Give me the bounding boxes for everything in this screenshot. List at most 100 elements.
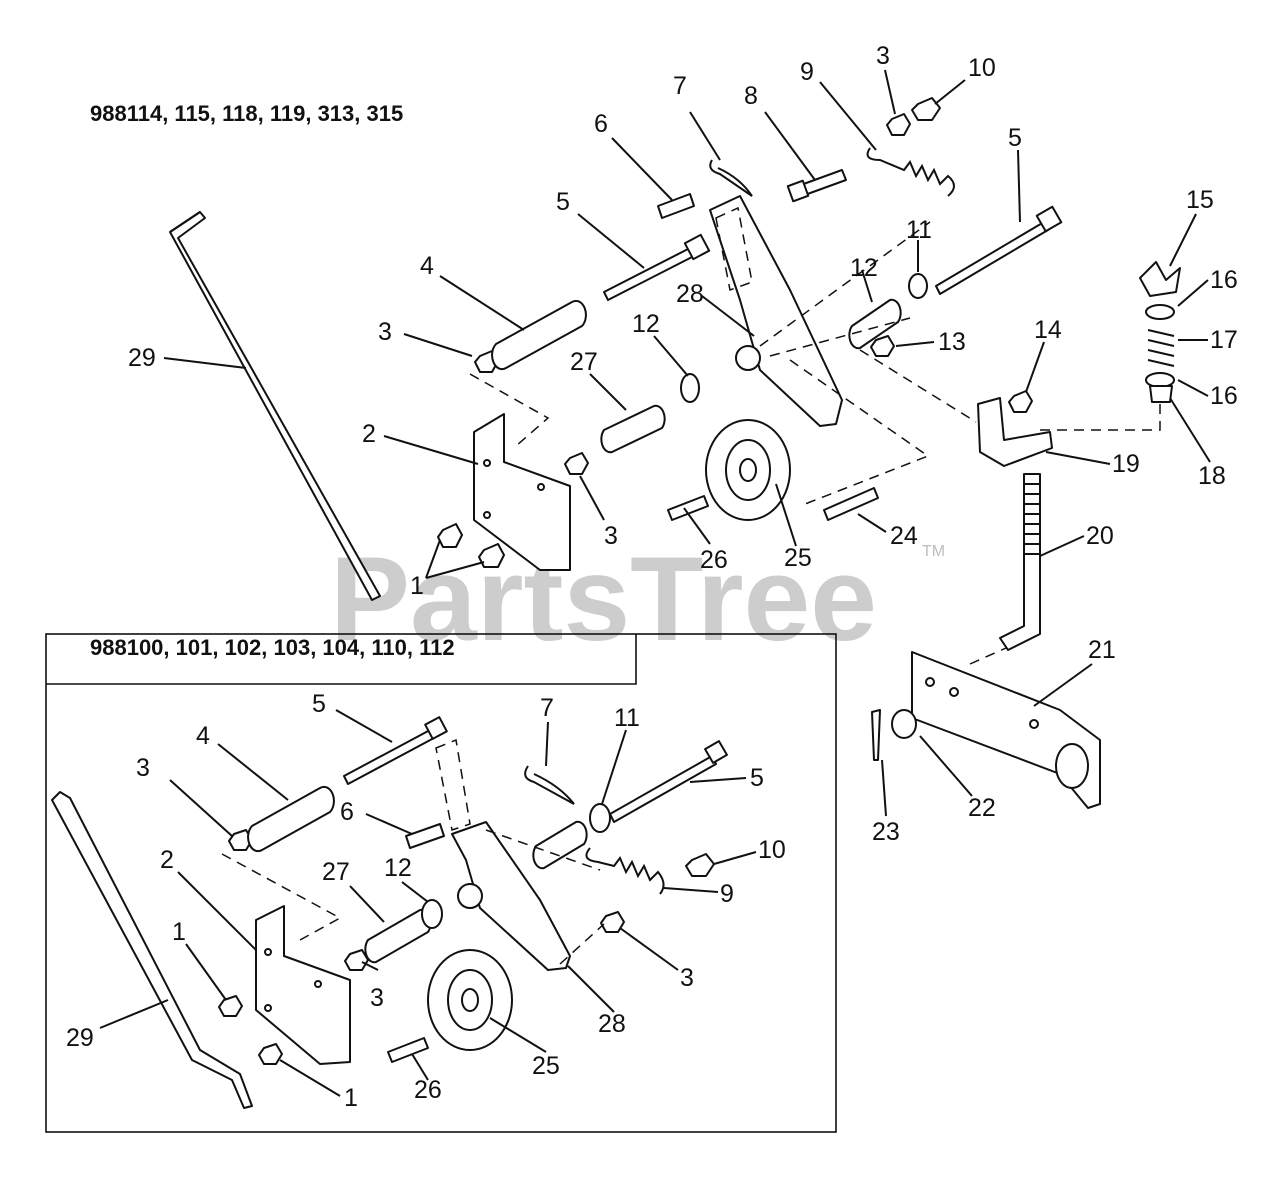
bracket-part-19 — [977, 397, 1053, 467]
bracket-hole — [483, 459, 491, 467]
bolt-part-5b — [935, 221, 1049, 295]
bushing-part-18 — [1149, 385, 1173, 403]
bracket-plate-part-2 — [473, 413, 571, 571]
main-callout: 16 — [1210, 382, 1238, 410]
main-callout: 8 — [744, 82, 758, 110]
lever-hole — [1029, 719, 1039, 729]
spring-part-9 — [866, 147, 955, 197]
bolt-head-5a — [683, 233, 711, 261]
assembly-line — [969, 647, 1007, 665]
main-leader-lines — [163, 69, 1211, 817]
inset-frame — [45, 633, 837, 1133]
inset-rod-part-29 — [51, 791, 253, 1109]
main-callout: 28 — [676, 280, 704, 308]
inset-bolt-part-5a — [343, 729, 435, 785]
bolt-part-24 — [823, 487, 879, 521]
main-callout: 25 — [784, 544, 812, 572]
bolt-head-8 — [786, 179, 810, 203]
main-assembly — [169, 97, 1181, 809]
main-callout: 6 — [594, 110, 608, 138]
nut-part-13 — [870, 335, 895, 357]
inset-leader-lines — [99, 709, 757, 1097]
spacer-tube-part-4 — [491, 299, 587, 371]
inset-callout: 1 — [172, 918, 186, 946]
bracket-hole — [537, 483, 545, 491]
main-callout: 15 — [1186, 186, 1214, 214]
main-callout: 24 — [890, 522, 918, 550]
washer-part-11 — [908, 273, 928, 299]
rod-threads — [1024, 483, 1040, 555]
main-callout: 12 — [632, 310, 660, 338]
watermark-trademark: TM — [922, 543, 945, 560]
inset-spring-part-9 — [585, 847, 665, 895]
assembly-line — [859, 349, 977, 423]
wing-nut-part-15 — [1139, 261, 1181, 297]
main-callout: 5 — [1008, 124, 1022, 152]
watermark-text: PartsTree — [330, 532, 877, 666]
main-callout: 7 — [673, 72, 687, 100]
inset-assembly-line — [559, 923, 605, 965]
inset-callout: 4 — [196, 722, 210, 750]
cotter-pin-part-23 — [871, 709, 881, 761]
main-callout: 26 — [700, 546, 728, 574]
spring-part-17 — [1147, 329, 1175, 367]
inset-callout: 25 — [532, 1052, 560, 1080]
bolt-head-5b — [1035, 205, 1063, 233]
assembly-line — [759, 221, 931, 347]
lever-boss — [1055, 743, 1089, 789]
nut-part-1a — [437, 523, 463, 548]
main-callout: 17 — [1210, 326, 1238, 354]
main-models-heading: 988114, 115, 118, 119, 313, 315 — [90, 101, 403, 126]
main-callout: 14 — [1034, 316, 1062, 344]
idler-arm-part-28 — [709, 195, 843, 427]
main-callout: 21 — [1088, 636, 1116, 664]
inset-arm-part-28 — [451, 821, 571, 971]
assembly-line — [769, 317, 911, 357]
inset-arm-bushing — [457, 883, 483, 909]
inset-washer-part-11 — [589, 803, 611, 833]
main-callout: 19 — [1112, 450, 1140, 478]
main-callout: 11 — [906, 216, 932, 244]
inset-callout: 2 — [160, 846, 174, 874]
main-callout: 20 — [1086, 522, 1114, 550]
main-callout: 13 — [938, 328, 966, 356]
inset-callout: 26 — [414, 1076, 442, 1104]
inset-nut-part-10 — [685, 853, 715, 877]
inset-callout: 6 — [340, 798, 354, 826]
inset-clip-part-7 — [524, 765, 575, 805]
spacer-part-12a — [848, 298, 902, 350]
main-callout: 22 — [968, 794, 996, 822]
inset-bracket-hole — [264, 1004, 272, 1012]
main-callout: 1 — [410, 572, 424, 600]
main-callout: 2 — [362, 420, 376, 448]
rod-part-29 — [169, 211, 381, 601]
inset-washer-part-12 — [421, 899, 443, 929]
washer-part-16a — [1145, 304, 1175, 320]
inset-assembly-line — [485, 829, 601, 871]
inset-nut-part-3b — [344, 949, 369, 971]
inset-assembly — [51, 716, 728, 1109]
inset-bolt-head-5a — [424, 716, 448, 740]
inset-callout: 5 — [312, 690, 326, 718]
inset-nut-part-1b — [258, 1043, 283, 1065]
assembly-line — [789, 359, 930, 507]
inset-bracket-hole — [264, 948, 272, 956]
nut-part-10 — [911, 97, 941, 121]
inset-callout: 5 — [750, 764, 764, 792]
main-callout: 18 — [1198, 462, 1226, 490]
main-callout: 12 — [850, 254, 878, 282]
inset-heading-frame — [46, 634, 637, 685]
rod-tip — [169, 211, 201, 233]
inset-spacer-part-27 — [364, 908, 432, 964]
inset-callouts: 5 7 4 11 3 5 6 10 2 27 12 9 1 3 3 28 29 … — [66, 690, 786, 1112]
main-callout: 29 — [128, 344, 156, 372]
threaded-rod-part-20 — [999, 473, 1041, 651]
inset-nut-part-1a — [218, 995, 243, 1017]
assembly-line — [469, 373, 550, 447]
lever-hole — [925, 677, 935, 687]
inset-callout: 7 — [540, 694, 554, 722]
inset-nut-part-3a — [228, 829, 253, 851]
inset-callout: 29 — [66, 1024, 94, 1052]
inset-callout: 12 — [384, 854, 412, 882]
